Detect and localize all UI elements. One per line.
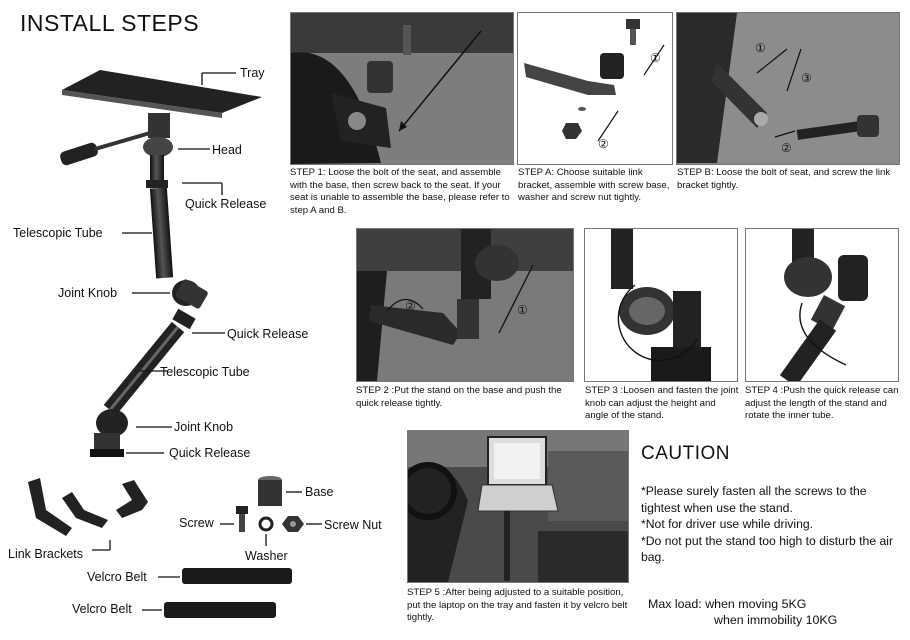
- caution-item: *Do not put the stand too high to distur…: [641, 533, 894, 565]
- step3-caption: STEP 3 :Loosen and fasten the joint knob…: [585, 385, 739, 422]
- max-load-label: Max load:: [648, 597, 702, 611]
- parts-illustration: [28, 476, 322, 618]
- stepA-photo: ① ②: [517, 12, 673, 165]
- step3-photo: [584, 228, 738, 382]
- max-load-moving: when moving 5KG: [705, 597, 807, 611]
- label-quick-release-1: Quick Release: [185, 197, 267, 211]
- page-title: INSTALL STEPS: [20, 10, 200, 36]
- step2-marker-1: ①: [517, 303, 528, 317]
- link-bracket-shape: [28, 478, 72, 536]
- caution-item: *Please surely fasten all the screws to …: [641, 484, 867, 515]
- label-tray: Tray: [240, 66, 265, 80]
- stepB-marker-1: ①: [755, 41, 766, 55]
- stepB-photo: ① ③ ②: [676, 12, 900, 165]
- max-load: Max load: when moving 5KG when immobilit…: [648, 596, 837, 628]
- step5-photo: [407, 430, 629, 583]
- label-telescopic-tube-2: Telescopic Tube: [160, 365, 250, 379]
- label-screw: Screw: [179, 516, 214, 530]
- stepA-caption: STEP A: Choose suitable link bracket, as…: [518, 167, 670, 204]
- label-telescopic-tube-1: Telescopic Tube: [13, 226, 103, 240]
- step1-photo: [290, 12, 514, 165]
- caution-list: *Please surely fasten all the screws to …: [641, 483, 903, 566]
- velcro-belt-shape: [182, 568, 292, 584]
- step5-caption: STEP 5 :After being adjusted to a suitab…: [407, 587, 628, 624]
- step1-caption: STEP 1: Loose the bolt of the seat, and …: [290, 167, 510, 216]
- label-link-brackets: Link Brackets: [8, 547, 84, 561]
- step2-marker-2: ②: [405, 299, 416, 313]
- caution-item: *Not for driver use while driving.: [641, 517, 814, 532]
- label-joint-knob-2: Joint Knob: [174, 420, 234, 434]
- stepA-marker-2: ②: [598, 137, 609, 151]
- label-base: Base: [305, 485, 334, 499]
- max-load-immobility: when immobility 10KG: [714, 613, 838, 627]
- label-quick-release-3: Quick Release: [169, 446, 251, 460]
- label-joint-knob-1: Joint Knob: [58, 286, 118, 300]
- stepB-caption: STEP B: Loose the bolt of seat, and scre…: [677, 167, 891, 191]
- label-washer: Washer: [245, 549, 288, 563]
- stepA-marker-1: ①: [650, 51, 661, 65]
- label-velcro-belt-1: Velcro Belt: [87, 570, 147, 584]
- step2-caption: STEP 2 :Put the stand on the base and pu…: [356, 385, 562, 409]
- step2-photo: ② ①: [356, 228, 574, 382]
- stepB-marker-3: ③: [801, 71, 812, 85]
- step4-photo: [745, 228, 899, 382]
- tray-shape: [62, 70, 262, 113]
- stand-illustration: [60, 70, 262, 457]
- screw-shape: [239, 514, 245, 532]
- stepB-marker-2: ②: [781, 141, 792, 155]
- head-shape: [148, 113, 170, 138]
- base-shape: [258, 480, 282, 506]
- caution-title: CAUTION: [641, 443, 730, 464]
- label-screw-nut: Screw Nut: [324, 518, 382, 532]
- label-quick-release-2: Quick Release: [227, 327, 309, 341]
- label-velcro-belt-2: Velcro Belt: [72, 602, 132, 616]
- step4-caption: STEP 4 :Push the quick release can adjus…: [745, 385, 899, 422]
- label-head: Head: [212, 143, 242, 157]
- washer-shape: [258, 516, 274, 532]
